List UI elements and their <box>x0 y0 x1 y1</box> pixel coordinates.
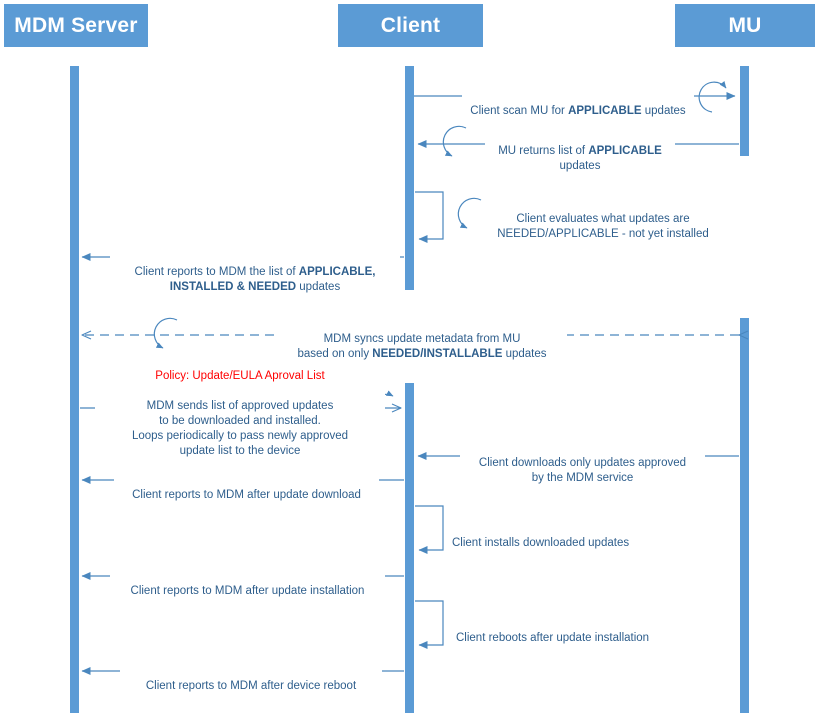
message-self-m9 <box>415 505 444 554</box>
policy-text-m6: Policy: Update/EULA Aproval List <box>155 370 325 382</box>
message-text-m7: Client downloads only updates approved b… <box>478 457 687 484</box>
message-label-m11: Client reboots after update installation <box>456 616 686 646</box>
message-text-m11: Client reboots after update installation <box>456 632 650 644</box>
message-text-m8: Client reports to MDM after update downl… <box>132 489 361 501</box>
loop-icon-m1 <box>698 81 727 113</box>
message-text-m1-part1: Client scan MU for <box>470 105 569 117</box>
message-text-m4-part4: INSTALLED & NEEDED <box>169 281 297 293</box>
message-self-m3 <box>415 191 482 243</box>
message-label-m9: Client installs downloaded updates <box>452 521 672 551</box>
message-text-m5-part1: MDM syncs update metadata from MU based … <box>297 333 521 360</box>
actor-box-mdm-server[interactable]: MDM Server <box>4 4 148 47</box>
message-text-m2-part3: updates <box>559 160 601 172</box>
message-text-m2-part1: MU returns list of <box>498 145 589 157</box>
message-label-m5: MDM syncs update metadata from MU based … <box>277 317 567 362</box>
message-text-m6: MDM sends list of approved updates to be… <box>131 400 349 457</box>
message-label-m12: Client reports to MDM after device reboo… <box>120 664 382 694</box>
message-text-m1-part3: updates <box>641 105 686 117</box>
lifeline-mu-lower <box>740 318 749 713</box>
loop-icon-m2 <box>442 125 467 157</box>
message-label-m8: Client reports to MDM after update downl… <box>114 473 379 503</box>
message-text-m4-part1: Client reports to MDM the list of <box>134 266 299 278</box>
actor-label-mu: MU <box>728 13 762 37</box>
message-text-m5-part2: NEEDED/INSTALLABLE <box>372 348 503 360</box>
lifeline-mdm-server <box>70 66 79 713</box>
message-text-m12: Client reports to MDM after device reboo… <box>145 680 357 692</box>
message-label-m1: Client scan MU for APPLICABLE updates <box>462 89 694 119</box>
message-text-m3: Client evaluates what updates are NEEDED… <box>497 213 709 240</box>
actor-box-mu[interactable]: MU <box>675 4 815 47</box>
message-text-m5-part3: updates <box>502 348 547 360</box>
lifeline-mu-upper <box>740 66 749 156</box>
loop-icon-m3 <box>457 197 482 229</box>
lifeline-client-lower <box>405 383 414 713</box>
message-text-m4-part5: updates <box>296 281 341 293</box>
actor-label-client: Client <box>380 13 441 37</box>
message-label-m7: Client downloads only updates approved b… <box>460 441 705 486</box>
actor-label-mdm-server: MDM Server <box>14 13 138 37</box>
message-label-m10: Client reports to MDM after update insta… <box>110 569 385 599</box>
actor-box-client[interactable]: Client <box>338 4 483 47</box>
message-label-m3: Client evaluates what updates are NEEDED… <box>487 197 719 242</box>
message-self-m11 <box>415 600 444 649</box>
message-text-m2-part2: APPLICABLE <box>588 145 662 157</box>
message-text-m4-part2: APPLICABLE, <box>298 266 376 278</box>
loop-icon-m5 <box>153 317 178 349</box>
message-text-m9: Client installs downloaded updates <box>452 537 630 549</box>
message-label-m4: Client reports to MDM the list of APPLIC… <box>110 250 400 295</box>
message-label-m6: MDM sends list of approved updates to be… <box>95 384 385 459</box>
lifeline-client-upper <box>405 66 414 290</box>
message-text-m10: Client reports to MDM after update insta… <box>130 585 365 597</box>
message-text-m1-part2: APPLICABLE <box>568 105 642 117</box>
policy-label-m6: Policy: Update/EULA Aproval List <box>95 369 385 384</box>
message-label-m2: MU returns list of APPLICABLE updates <box>485 129 675 174</box>
